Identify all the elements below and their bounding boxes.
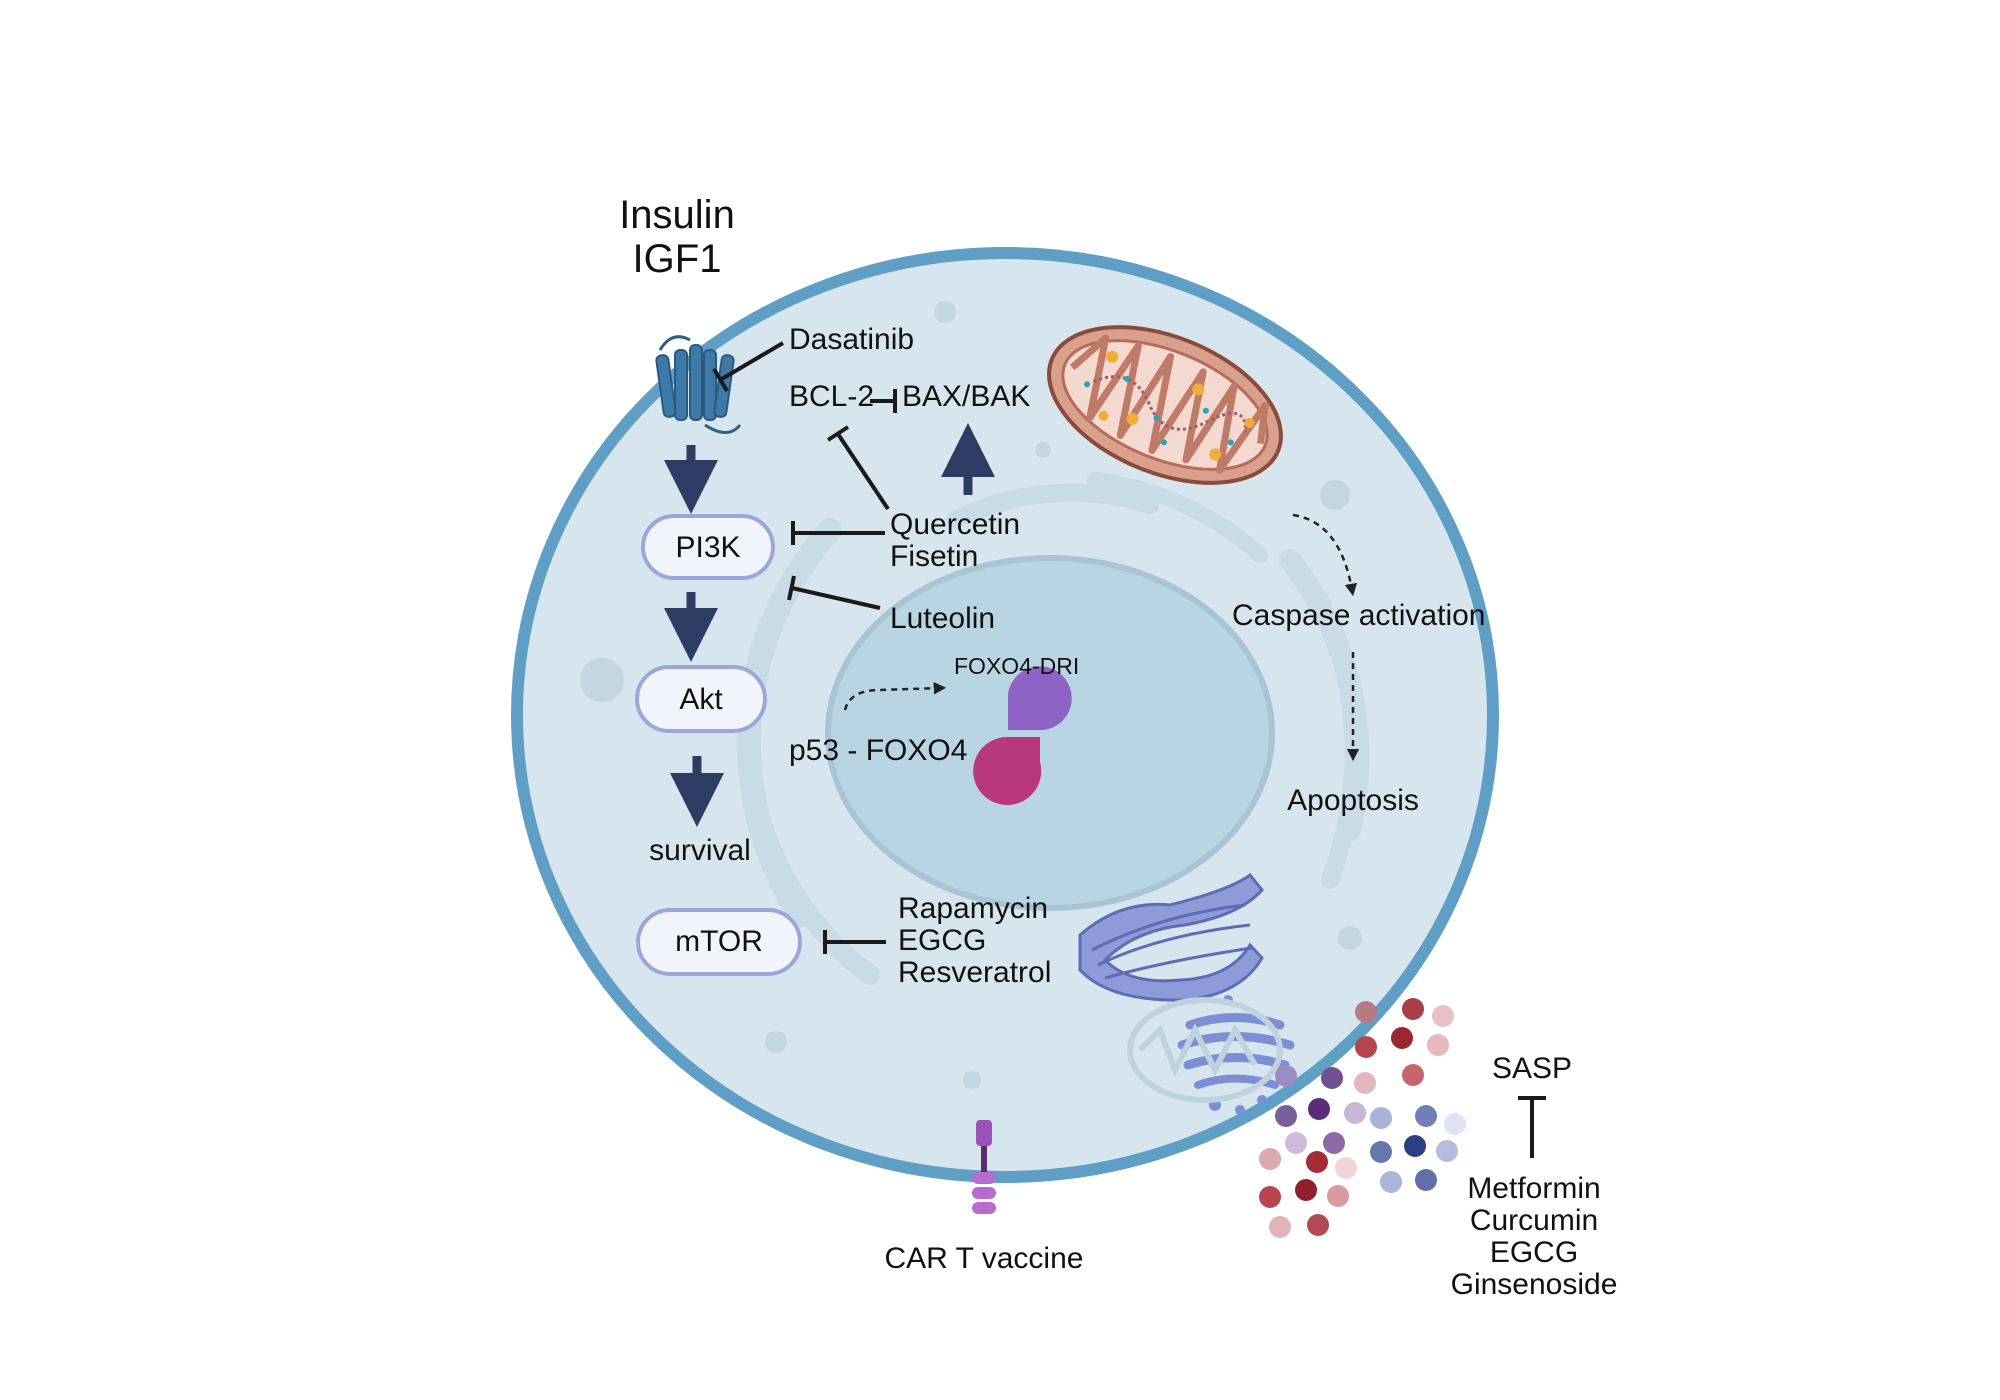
resveratrol-label: Resveratrol (898, 956, 1051, 989)
apoptosis-label: Apoptosis (1287, 784, 1419, 817)
sasp-label: SASP (1492, 1052, 1572, 1085)
car-t-receptor-icon (972, 1120, 996, 1214)
cytoplasm-vesicles (580, 301, 1362, 1089)
rapamycin-label: Rapamycin (898, 892, 1048, 925)
nucleus (825, 555, 1275, 911)
bcl2-label: BCL-2 (789, 380, 874, 413)
inhibition-lines (712, 341, 1546, 1158)
foxo4-dri-peptide-icon (1008, 666, 1072, 730)
mitochondrion-icon (1047, 325, 1283, 485)
ligand-igf1-label: IGF1 (633, 237, 722, 281)
bax-bak-label: BAX/BAK (902, 380, 1030, 413)
pathway-arrows (664, 423, 995, 827)
akt-node: Akt (635, 665, 767, 733)
receptor-icon (655, 335, 742, 434)
ginsenoside-label: Ginsenoside (1451, 1268, 1618, 1301)
fisetin-label: Fisetin (890, 540, 978, 573)
dashed-arrows (843, 513, 1360, 762)
quercetin-label: Quercetin (890, 508, 1020, 541)
egcg-sasp-label: EGCG (1490, 1236, 1578, 1269)
pi3k-label: PI3K (675, 531, 740, 564)
dasatinib-label: Dasatinib (789, 323, 914, 356)
sasp-particles-icon (1259, 998, 1466, 1238)
curcumin-label: Curcumin (1470, 1204, 1598, 1237)
metformin-label: Metformin (1467, 1172, 1600, 1205)
mtor-label: mTOR (675, 925, 763, 958)
ligand-insulin-label: Insulin (619, 193, 735, 237)
luteolin-label: Luteolin (890, 602, 995, 635)
akt-label: Akt (679, 683, 723, 716)
caspase-activation-label: Caspase activation (1232, 599, 1485, 632)
foxo4-dri-label: FOXO4-DRI (954, 653, 1079, 679)
rough-er-icon (1078, 872, 1264, 1002)
p53-protein-icon (973, 737, 1042, 805)
survival-label: survival (649, 834, 751, 867)
faded-mitochondrion-icon (1127, 997, 1283, 1103)
p53-foxo4-label: p53 - FOXO4 (789, 734, 967, 767)
pi3k-node: PI3K (641, 514, 775, 580)
car-t-vaccine-label: CAR T vaccine (885, 1242, 1084, 1275)
mtor-node: mTOR (636, 908, 802, 976)
egcg-mtor-label: EGCG (898, 924, 986, 957)
